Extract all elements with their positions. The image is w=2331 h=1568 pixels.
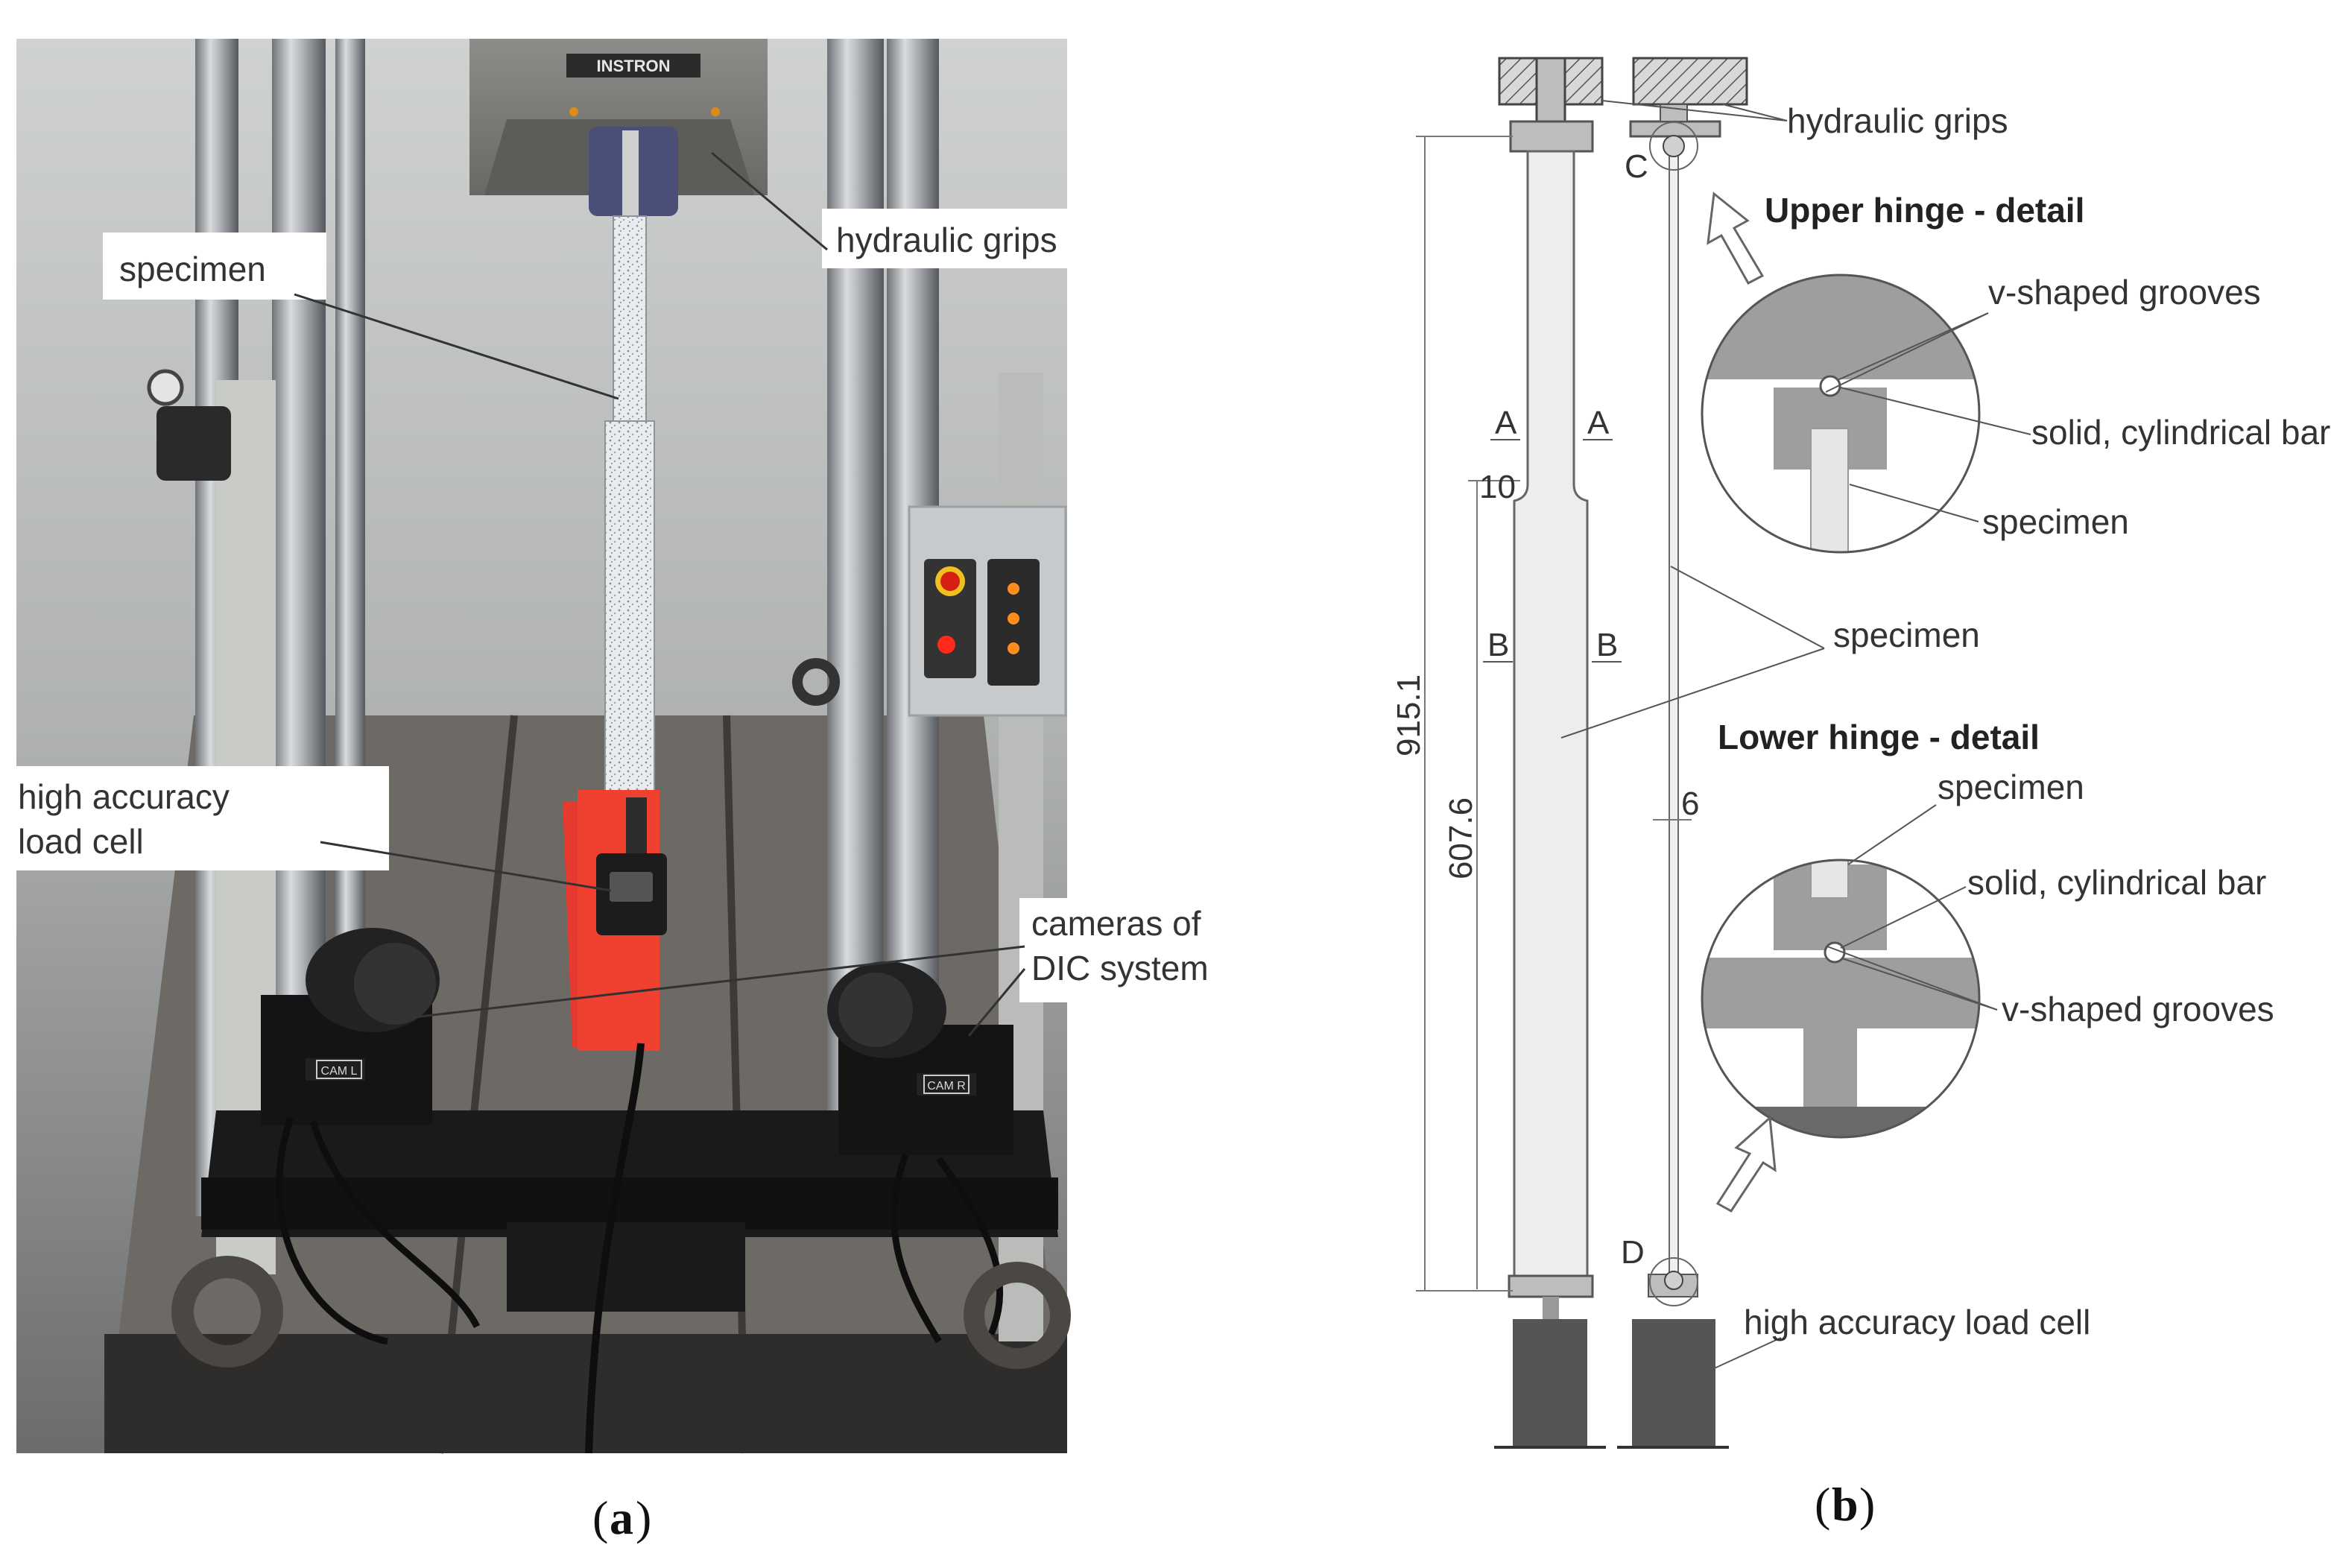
lower-plate-front — [1508, 1274, 1594, 1298]
leader-camera-left — [413, 945, 1025, 1019]
base-plate — [104, 1334, 1067, 1453]
section-b-right: B — [1596, 627, 1618, 663]
upper-plate-front — [1509, 120, 1594, 153]
caption-b-open: ( — [1815, 1478, 1830, 1531]
label-box-grips — [822, 209, 1120, 268]
dim-gauge: 607.6 — [1443, 797, 1479, 879]
brand-text: INSTRON — [597, 57, 671, 75]
specimen-body-photo — [604, 420, 655, 794]
label-cameras-line1: cameras of — [1031, 904, 1201, 943]
section-b-left: B — [1487, 627, 1509, 663]
lamp-orange-icon-1 — [1008, 583, 1019, 595]
lifting-eye-left-icon — [171, 1256, 283, 1368]
leader-bar-lower — [1840, 886, 1967, 949]
label-lower-hinge-title: Lower hinge - detail — [1718, 718, 2040, 756]
label-box-specimen — [103, 233, 326, 300]
specimen-front-view — [1513, 150, 1589, 1277]
label-load-cell-line1: high accuracy — [18, 777, 230, 816]
caption-b-letter: b — [1832, 1478, 1859, 1531]
label-box-load-cell — [16, 766, 389, 870]
lower-hinge-detail — [1702, 860, 1979, 1137]
load-cell-front — [1513, 1319, 1587, 1446]
caption-b-close: ) — [1859, 1478, 1875, 1531]
label-bar-upper: solid, cylindrical bar — [2031, 413, 2330, 452]
detail-circle-c — [1649, 121, 1698, 171]
label-specimen-b: specimen — [1833, 616, 1980, 654]
lower-hinge-specimen — [1810, 860, 1849, 899]
lamp-red-icon — [937, 636, 955, 654]
leader-specimen — [294, 293, 619, 400]
upper-plate-side — [1629, 120, 1721, 138]
section-d: D — [1621, 1234, 1645, 1271]
section-a-left: A — [1495, 405, 1517, 441]
emergency-box — [924, 559, 976, 678]
caption-a-close: ) — [636, 1491, 651, 1544]
label-vgrooves-lower: v-shaped grooves — [2002, 990, 2274, 1028]
leader-bar-upper — [1840, 387, 2031, 435]
detail-circle-d — [1649, 1257, 1698, 1306]
leader-vgrooves-upper-1 — [1837, 312, 1989, 381]
lower-hinge-base-block — [1702, 958, 1979, 1028]
arrow-lower-detail-icon — [1715, 1115, 1777, 1213]
upper-hinge-specimen — [1810, 428, 1849, 552]
lifting-eye-right-icon — [964, 1262, 1071, 1369]
cam-right-tag: CAM R — [927, 1080, 966, 1093]
valve-block — [156, 406, 231, 481]
photo-panel-a: INSTRON CAM L — [16, 39, 1258, 1454]
leader-vgrooves-lower-2 — [1826, 946, 1998, 1011]
label-specimen: specimen — [119, 250, 266, 288]
label-box-cameras — [1019, 898, 1258, 1002]
grip-hatch-right — [1632, 57, 1748, 106]
leader-specimen-upper-detail — [1849, 484, 1979, 522]
label-vgrooves-upper: v-shaped grooves — [1988, 273, 2261, 312]
label-b-hydraulic-grips: hydraulic grips — [1787, 101, 2008, 140]
leader-specimen-lower-detail — [1847, 804, 1937, 865]
load-cell-side — [1632, 1319, 1715, 1446]
caption-a-letter: a — [610, 1491, 633, 1544]
cam-left-tag: CAM L — [321, 1065, 358, 1078]
lamp-orange-icon-2 — [1008, 613, 1019, 625]
specimen-upper-photo — [613, 215, 647, 426]
leader-load-cell — [320, 841, 612, 892]
rail-mount — [507, 1222, 745, 1312]
lamp-orange-icon-3 — [1008, 642, 1019, 654]
leader-grips-b-2 — [1722, 104, 1788, 121]
leader-specimen-side — [1670, 566, 1825, 649]
brand-plate — [566, 54, 700, 78]
specimen-side-view — [1669, 137, 1679, 1279]
leader-grips — [711, 151, 828, 251]
dim-thickness: 6 — [1681, 785, 1699, 822]
label-specimen-lower-detail: specimen — [1938, 768, 2084, 806]
label-hydraulic-grips: hydraulic grips — [836, 221, 1057, 259]
section-c: C — [1625, 148, 1648, 185]
leader-vgrooves-lower-1 — [1841, 958, 1998, 1011]
upper-hinge-bar-icon — [1819, 375, 1841, 397]
emergency-stop-icon — [940, 572, 960, 591]
center-cable — [585, 1043, 645, 1454]
label-cameras-line2: DIC system — [1031, 949, 1209, 987]
dim-fillet: 10 — [1479, 469, 1516, 505]
label-bar-lower: solid, cylindrical bar — [1967, 863, 2266, 902]
upper-grip-jaw — [622, 130, 639, 220]
leader-grips-b-1 — [1601, 100, 1788, 121]
dim-total: 915.1 — [1391, 674, 1427, 756]
leader-load-cell-b — [1691, 1337, 1782, 1379]
pressure-gauge-icon — [147, 369, 184, 406]
label-specimen-upper-detail: specimen — [1982, 502, 2129, 541]
leader-specimen-front — [1560, 648, 1825, 739]
section-a-right: A — [1587, 405, 1610, 441]
leader-camera-right — [967, 968, 1026, 1037]
label-load-cell-line2: load cell — [18, 822, 144, 861]
upper-hinge-detail — [1702, 275, 1979, 552]
arrow-upper-detail-icon — [1707, 192, 1765, 285]
leader-vgrooves-upper-2 — [1825, 312, 1989, 393]
label-b-load-cell: high accuracy load cell — [1744, 1303, 2090, 1341]
caption-a-open: ( — [592, 1491, 608, 1544]
drawing-panel-b: 915.1 607.6 10 6 A A B B C D — [1391, 57, 2330, 1449]
label-upper-hinge-title: Upper hinge - detail — [1765, 191, 2084, 230]
